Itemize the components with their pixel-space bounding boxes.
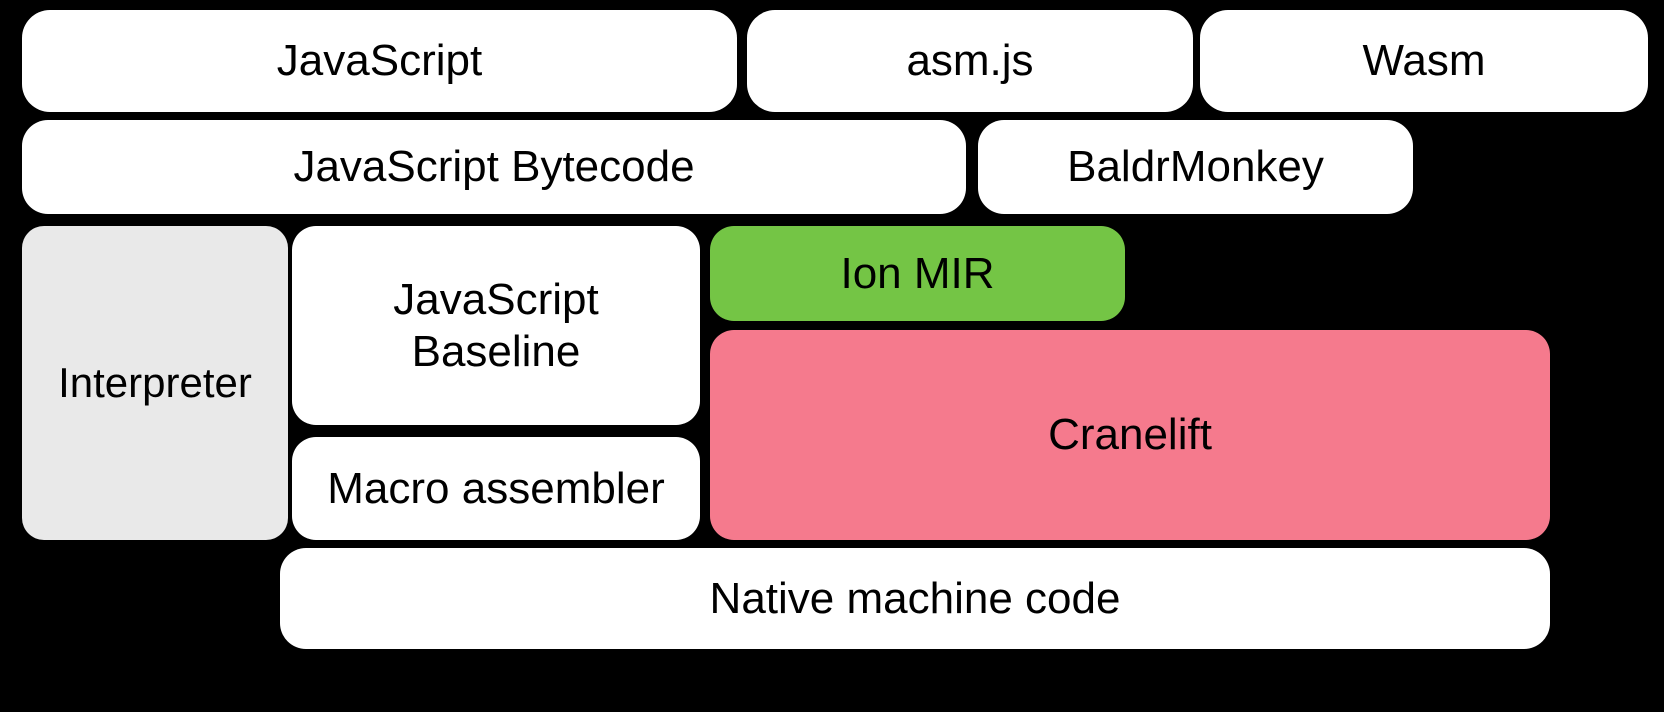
node-javascript-bytecode[interactable]: JavaScript Bytecode [22,120,966,214]
node-javascript[interactable]: JavaScript [22,10,737,112]
node-cranelift[interactable]: Cranelift [710,330,1550,540]
node-macro-assembler[interactable]: Macro assembler [292,437,700,540]
node-asm-js[interactable]: asm.js [747,10,1193,112]
node-baldrmonkey[interactable]: BaldrMonkey [978,120,1413,214]
node-javascript-baseline[interactable]: JavaScript Baseline [292,226,700,425]
node-native-machine-code[interactable]: Native machine code [280,548,1550,649]
node-wasm[interactable]: Wasm [1200,10,1648,112]
node-ion-mir[interactable]: Ion MIR [710,226,1125,321]
node-interpreter[interactable]: Interpreter [22,226,288,540]
